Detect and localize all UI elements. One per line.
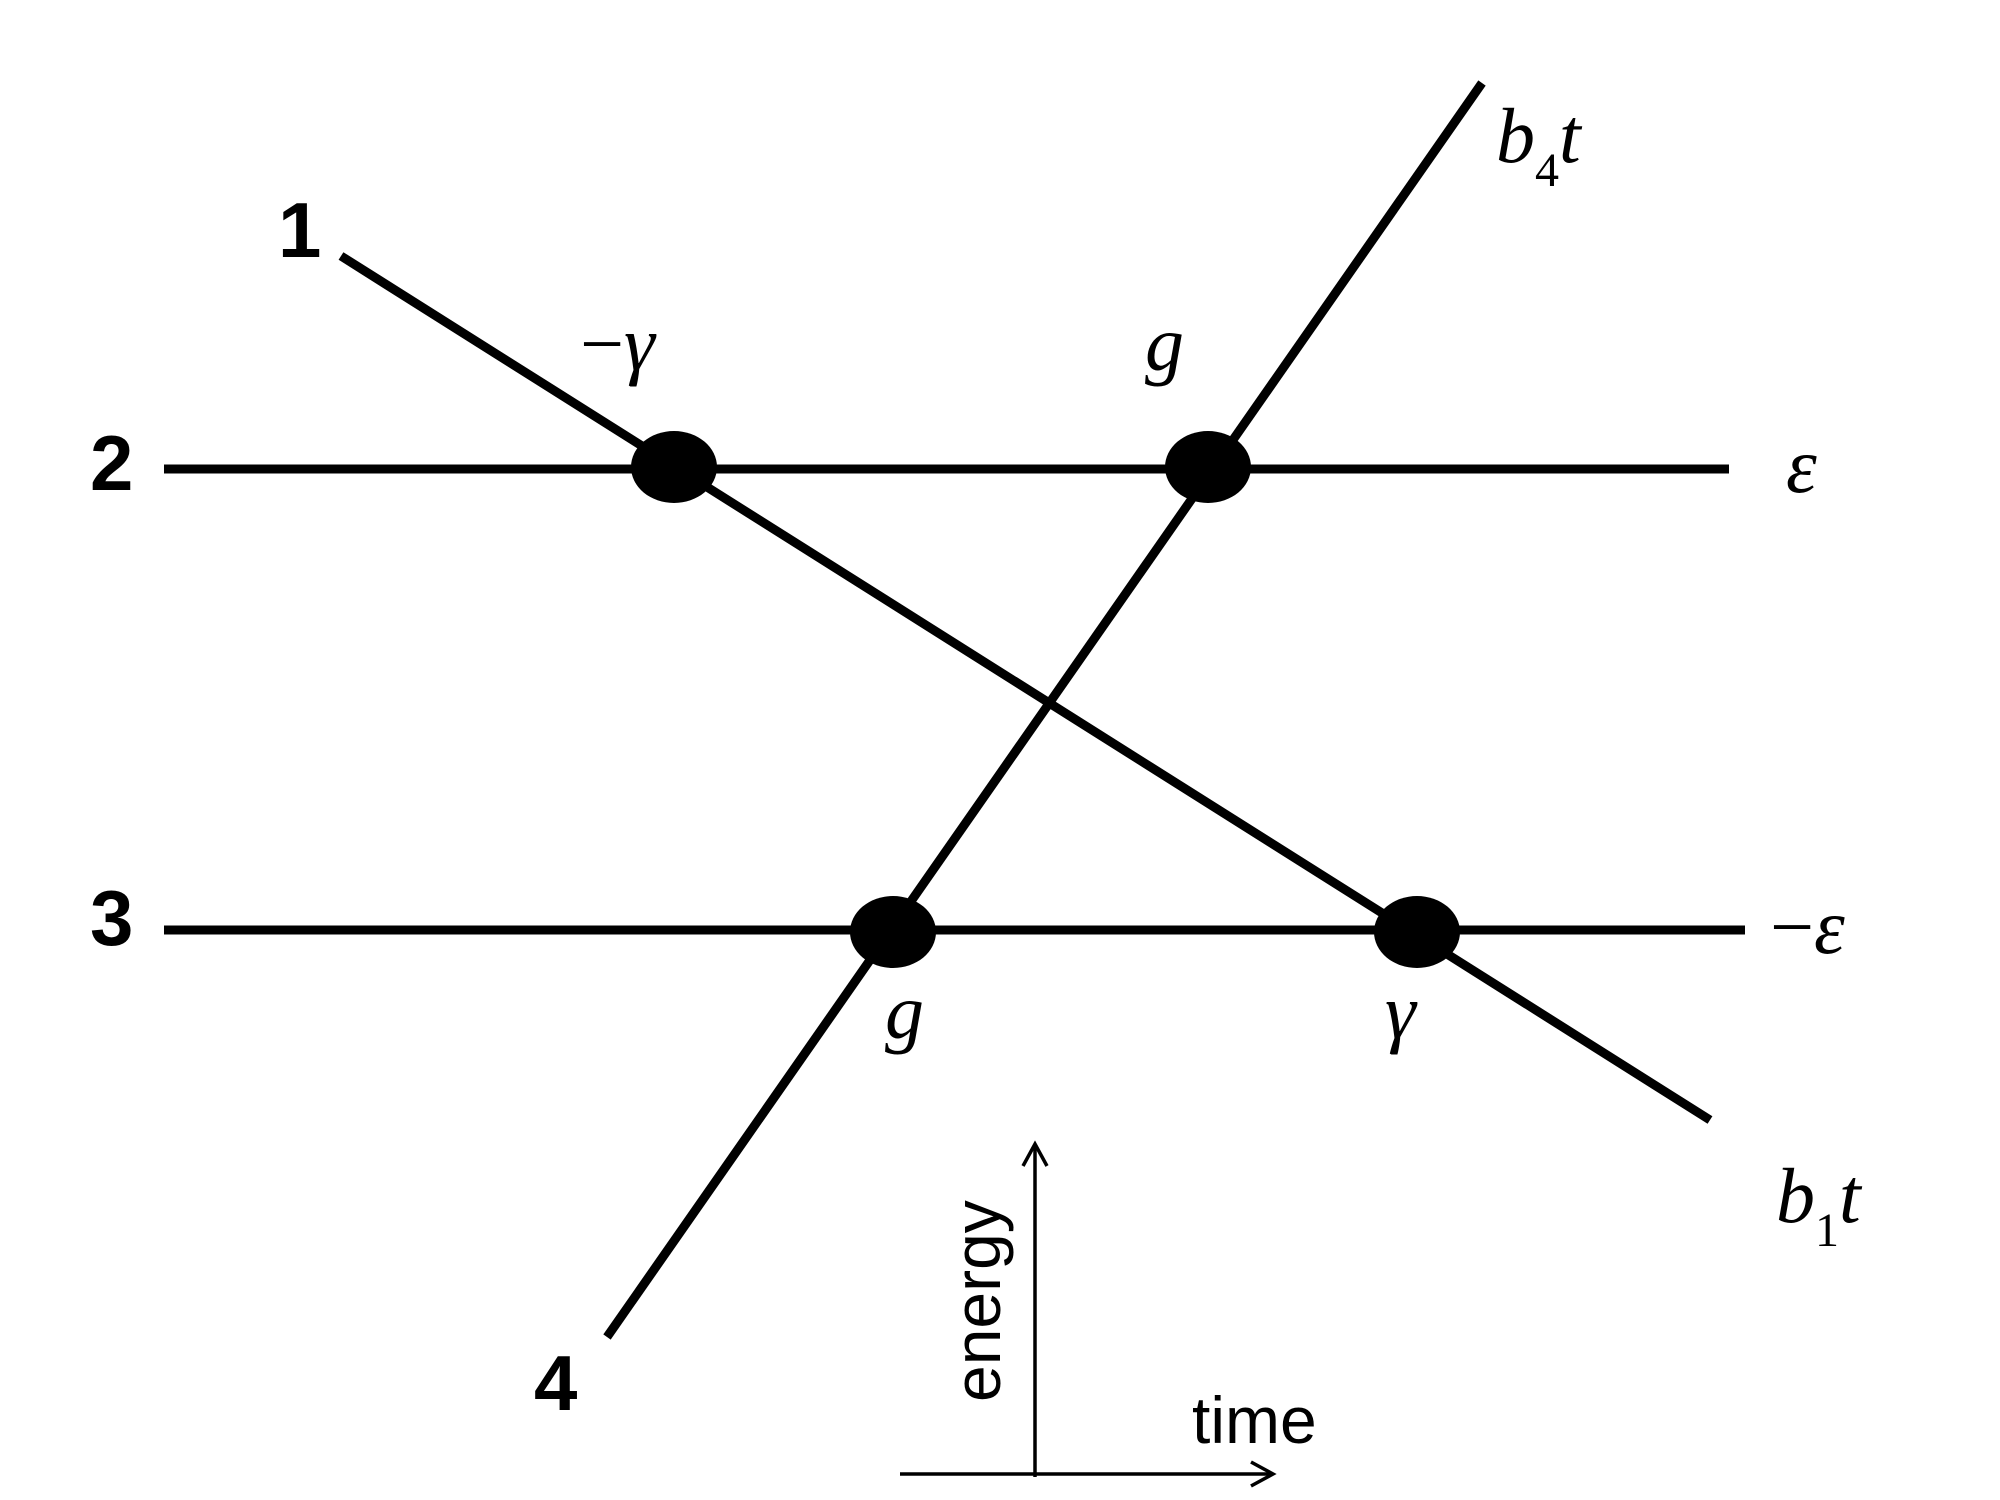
coupling-label-1-3: γ: [1385, 968, 1418, 1055]
slope-label-4: b4t: [1496, 92, 1583, 197]
diabatic-line-4: [603, 80, 1486, 1340]
slope-label-1: b1t: [1776, 1152, 1863, 1257]
crossing-point-1-3: [1374, 896, 1460, 968]
coupling-label-1-2: −γ: [580, 300, 657, 387]
state-label-3: 3: [90, 874, 133, 962]
level-label-3: −ε: [1770, 883, 1845, 970]
state-label-1: 1: [278, 186, 321, 274]
diabatic-line-1: [338, 252, 1713, 1124]
energy-axis-arrowhead: [1021, 1140, 1049, 1167]
crossing-point-2-4: [1165, 431, 1251, 503]
time-axis-arrowhead: [1250, 1460, 1277, 1488]
energy-axis-label: energy: [940, 1200, 1014, 1402]
state-label-4: 4: [534, 1339, 577, 1427]
level-label-2: ε: [1786, 422, 1817, 509]
coupling-label-2-4: g: [1145, 300, 1184, 387]
state-label-2: 2: [90, 419, 133, 507]
crossing-point-1-2: [631, 431, 717, 503]
coupling-label-3-4: g: [885, 968, 924, 1055]
time-axis-label: time: [1192, 1383, 1317, 1457]
crossing-point-3-4: [850, 896, 936, 968]
